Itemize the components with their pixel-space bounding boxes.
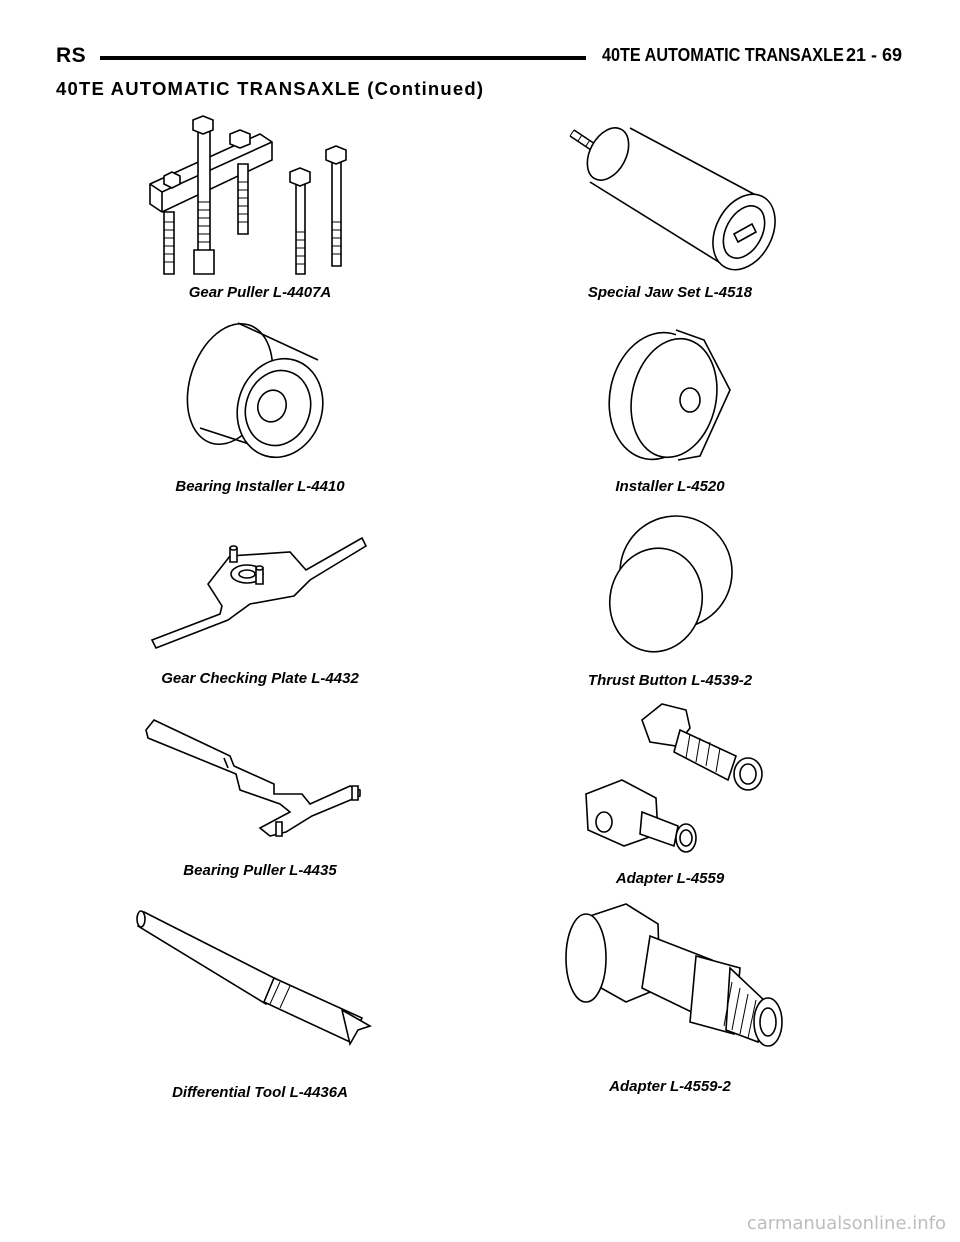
tool-special-jaw-set: Special Jaw Set L-4518 [490,112,850,312]
tool-bearing-installer: Bearing Installer L-4410 [80,318,440,508]
checking-plate-icon [80,520,440,660]
tool-caption: Gear Puller L-4407A [188,284,332,301]
tool-adapter-2: Adapter L-4559-2 [490,898,850,1098]
tool-caption: Installer L-4520 [615,478,725,495]
gear-puller-icon [80,112,440,282]
page-header: RS 40TE AUTOMATIC TRANSAXLE 21 - 69 [56,44,902,74]
tool-caption: Differential Tool L-4436A [172,1084,348,1101]
tool-installer: Installer L-4520 [490,318,850,508]
tool-caption: Bearing Puller L-4435 [183,862,337,879]
tool-adapter: Adapter L-4559 [490,698,850,888]
jaw-set-icon [490,112,850,282]
bearing-puller-icon [80,712,440,852]
tool-bearing-puller: Bearing Puller L-4435 [80,712,440,892]
vehicle-code: RS [56,44,87,67]
tool-caption: Thrust Button L-4539-2 [587,672,753,689]
tool-caption: Adapter L-4559-2 [609,1078,731,1095]
footer-watermark: carmanualsonline.info [746,1213,946,1234]
installer-icon [490,318,850,468]
tool-gear-puller: Gear Puller L-4407A [80,112,440,312]
adapter-2-icon [490,898,850,1068]
header-rule [100,56,586,60]
thrust-button-icon [490,512,850,662]
tool-differential-tool: Differential Tool L-4436A [80,900,440,1110]
tool-caption: Gear Checking Plate L-4432 [161,670,359,687]
page-subtitle: 40TE AUTOMATIC TRANSAXLE (Continued) [56,78,485,99]
tool-thrust-button: Thrust Button L-4539-2 [490,512,850,702]
bearing-installer-icon [80,322,440,468]
tool-gear-checking-plate: Gear Checking Plate L-4432 [80,520,440,700]
section-title: 40TE AUTOMATIC TRANSAXLE [602,45,844,65]
adapter-icon [490,698,850,858]
tool-caption: Special Jaw Set L-4518 [587,284,753,301]
tool-caption: Bearing Installer L-4410 [175,478,345,495]
page-number: 21 - 69 [845,45,902,65]
tool-caption: Adapter L-4559 [615,870,725,887]
differential-tool-icon [80,900,440,1070]
